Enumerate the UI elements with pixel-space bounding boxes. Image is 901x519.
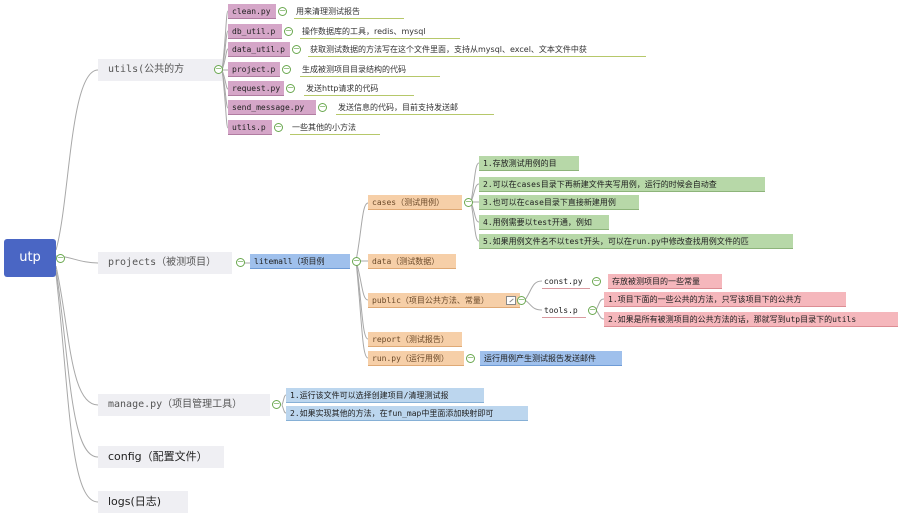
- collapse-toggle-icon[interactable]: −: [464, 197, 473, 207]
- collapse-toggle-icon[interactable]: −: [318, 102, 327, 112]
- utils-item-data-util[interactable]: data_util.p: [228, 42, 290, 57]
- utils-item-project-desc: 生成被测项目目录结构的代码: [300, 62, 440, 77]
- branch-projects[interactable]: projects（被测项目）: [98, 252, 232, 274]
- tools-item-2: 2.如果是所有被测项目的公共方法的话，那就写到utp目录下的utils: [604, 312, 898, 327]
- public-tools[interactable]: tools.p: [542, 303, 586, 318]
- utils-item-send-message[interactable]: send_message.py: [228, 100, 316, 115]
- collapse-toggle-icon[interactable]: −: [286, 83, 295, 93]
- cases-item-5: 5.如果用例文件名不以test开头，可以在run.py中修改查找用例文件的匹: [479, 234, 793, 249]
- collapse-toggle-icon[interactable]: −: [352, 256, 361, 266]
- edit-icon[interactable]: [506, 296, 516, 305]
- public-const[interactable]: const.py: [542, 274, 590, 289]
- utils-item-clean[interactable]: clean.py: [228, 4, 276, 19]
- collapse-toggle-icon[interactable]: −: [588, 305, 597, 315]
- collapse-toggle-icon[interactable]: −: [214, 64, 223, 74]
- collapse-toggle-icon[interactable]: −: [292, 44, 301, 54]
- utils-item-project[interactable]: project.p: [228, 62, 280, 77]
- branch-config[interactable]: config（配置文件）: [98, 446, 224, 468]
- const-desc: 存放被测项目的一些常量: [608, 274, 722, 289]
- utils-item-data-util-desc: 获取测试数据的方法写在这个文件里面，支持从mysql、excel、文本文件中获: [308, 42, 646, 57]
- collapse-toggle-icon[interactable]: −: [466, 353, 475, 363]
- utils-item-utils-desc: 一些其他的小方法: [290, 120, 380, 135]
- tools-item-1: 1.项目下面的一些公共的方法，只写该项目下的公共方: [604, 292, 846, 307]
- utils-item-db-util[interactable]: db_util.p: [228, 24, 282, 39]
- collapse-toggle-icon[interactable]: −: [274, 122, 283, 132]
- cases-item-4: 4.用例需要以test开通，例如: [479, 215, 609, 230]
- collapse-toggle-icon[interactable]: −: [517, 295, 526, 305]
- litemall-data[interactable]: data（测试数据）: [368, 254, 456, 269]
- litemall-report[interactable]: report（测试报告）: [368, 332, 462, 347]
- collapse-toggle-icon[interactable]: −: [272, 399, 281, 409]
- cases-item-3: 3.也可以在case目录下直接新建用例: [479, 195, 639, 210]
- collapse-toggle-icon[interactable]: −: [284, 26, 293, 36]
- project-litemall[interactable]: litemall（项目例: [250, 254, 350, 269]
- utils-item-send-message-desc: 发送信息的代码，目前支持发送邮: [336, 100, 494, 115]
- utils-item-db-util-desc: 操作数据库的工具，redis、mysql: [300, 24, 460, 39]
- collapse-toggle-icon[interactable]: −: [236, 257, 245, 267]
- manage-item-2: 2.如果实现其他的方法，在fun_map中里面添加映射即可: [286, 406, 528, 421]
- collapse-toggle-icon[interactable]: −: [282, 64, 291, 74]
- litemall-public[interactable]: public（项目公共方法、常量）: [368, 293, 520, 308]
- litemall-run[interactable]: run.py（运行用例）: [368, 351, 464, 366]
- utils-item-request-desc: 发送http请求的代码: [304, 81, 414, 96]
- branch-manage[interactable]: manage.py（项目管理工具）: [98, 394, 270, 416]
- litemall-cases[interactable]: cases（测试用例）: [368, 195, 462, 210]
- cases-item-2: 2.可以在cases目录下再新建文件夹写用例，运行的时候会自动查: [479, 177, 765, 192]
- utils-item-clean-desc: 用来清理测试报告: [294, 4, 404, 19]
- collapse-toggle-icon[interactable]: −: [278, 6, 287, 16]
- utils-item-request[interactable]: request.py: [228, 81, 284, 96]
- run-desc: 运行用例产生测试报告发送邮件: [480, 351, 622, 366]
- branch-logs[interactable]: logs(日志): [98, 491, 188, 513]
- utils-item-utils[interactable]: utils.p: [228, 120, 272, 135]
- collapse-toggle-icon[interactable]: −: [56, 253, 65, 263]
- cases-item-1: 1.存放测试用例的目: [479, 156, 579, 171]
- root-node[interactable]: utp: [4, 239, 56, 277]
- manage-item-1: 1.运行该文件可以选择创建项目/清理测试报: [286, 388, 484, 403]
- branch-utils[interactable]: utils(公共的方: [98, 59, 222, 81]
- collapse-toggle-icon[interactable]: −: [592, 276, 601, 286]
